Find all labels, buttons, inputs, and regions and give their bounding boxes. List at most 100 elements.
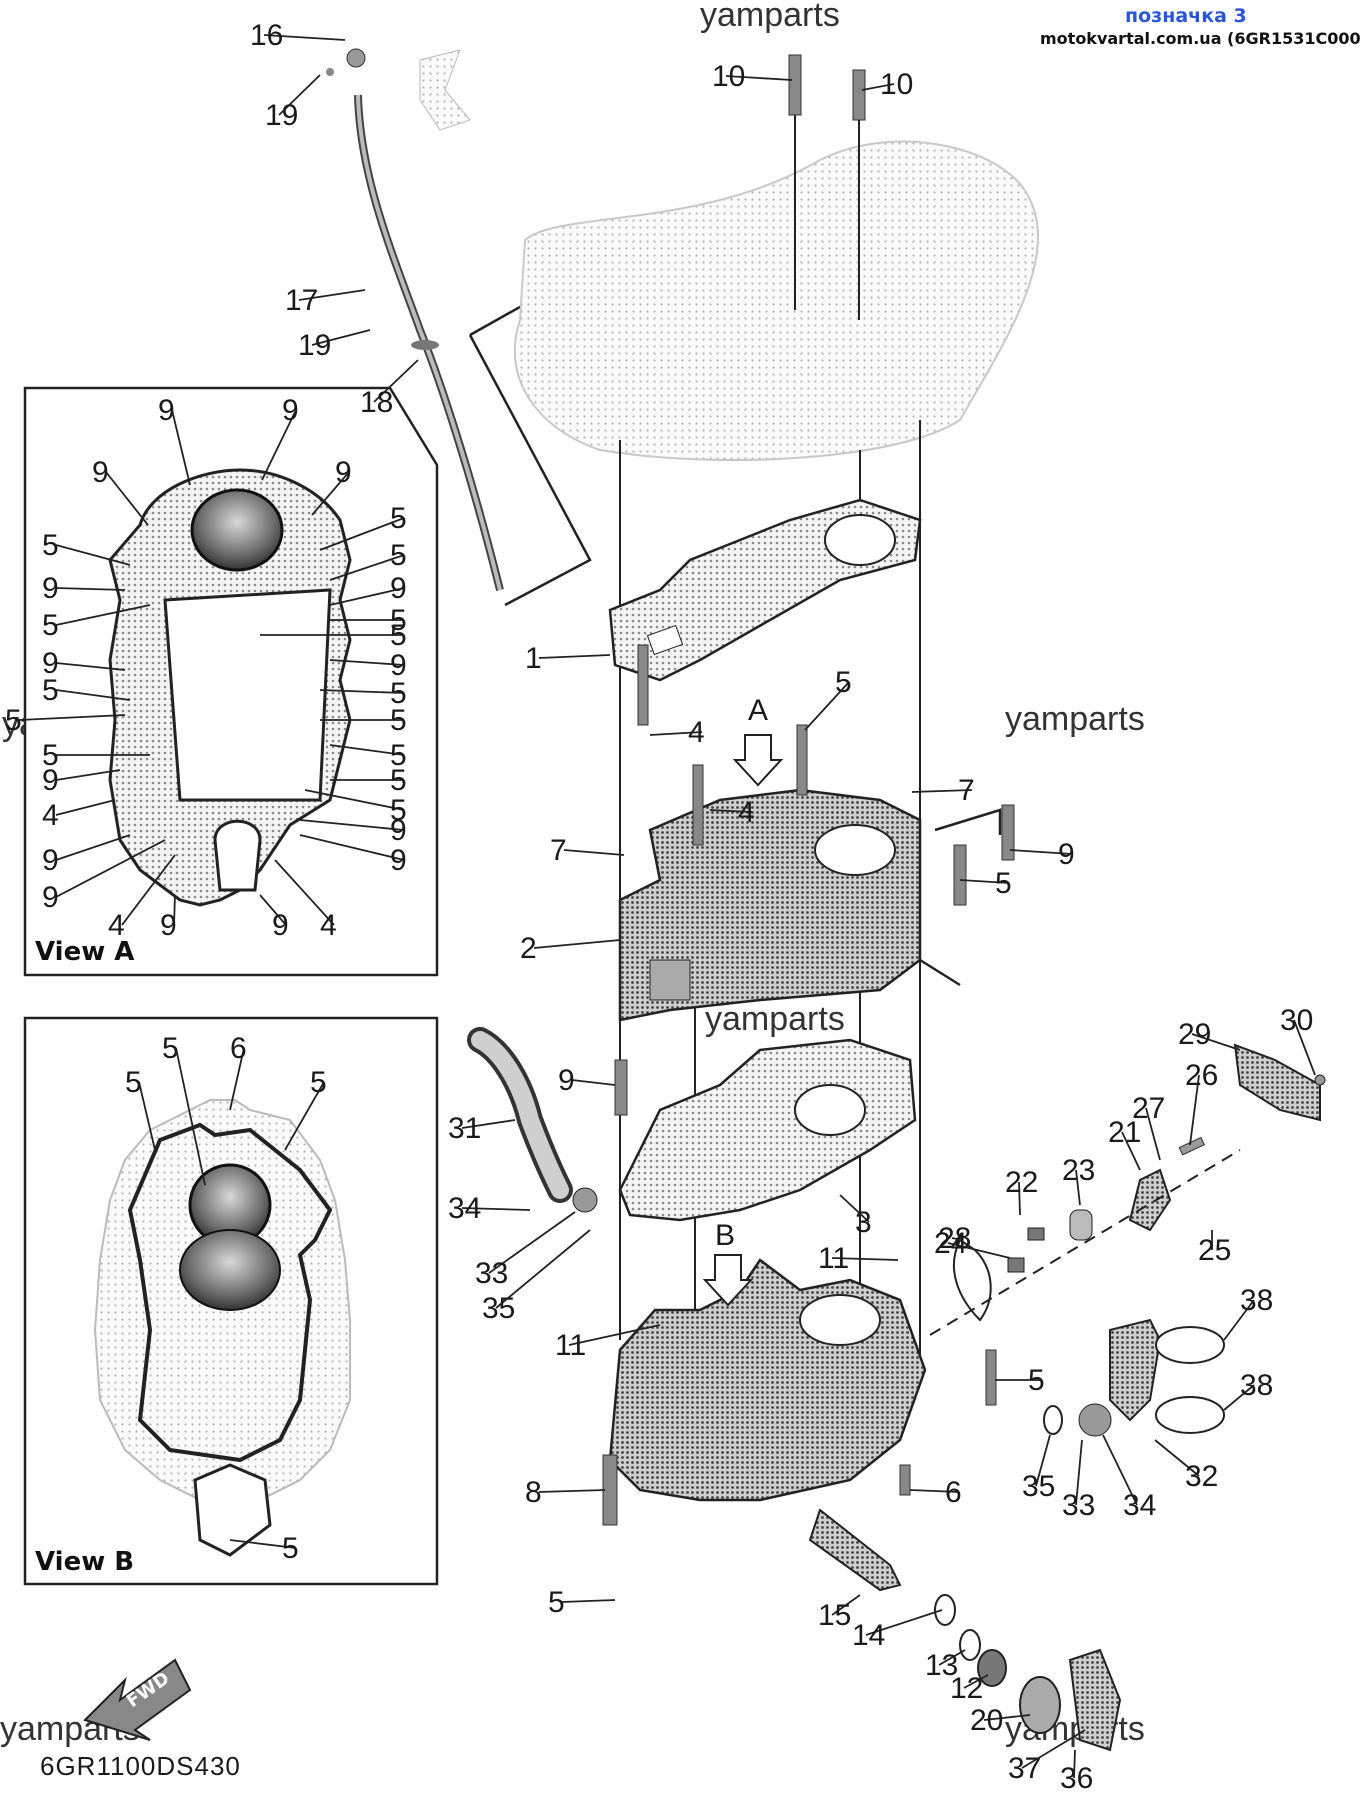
callout-main-21: 21 bbox=[1108, 1116, 1141, 1149]
callout-leaders bbox=[18, 34, 1316, 1779]
view-a-panel: View A bbox=[23, 386, 439, 977]
watermark: yamparts bbox=[1005, 700, 1145, 738]
callout-leader bbox=[538, 1489, 606, 1493]
callout-main-11: 11 bbox=[818, 1242, 849, 1275]
view-b-title: View B bbox=[35, 1547, 134, 1577]
view-arrow-a-label: A bbox=[748, 694, 768, 727]
callout-main-15: 15 bbox=[818, 1599, 851, 1632]
callout-main-37: 37 bbox=[1008, 1752, 1041, 1785]
callout-main-10: 10 bbox=[880, 68, 913, 101]
callout-leader bbox=[1121, 1131, 1141, 1171]
callout-leader bbox=[298, 289, 366, 301]
callout-main-23: 23 bbox=[1062, 1154, 1095, 1187]
thermostat-parts bbox=[929, 1043, 1326, 1336]
callout-main-14: 14 bbox=[852, 1619, 885, 1652]
callout-main-5: 5 bbox=[835, 666, 852, 699]
callout-leader bbox=[1145, 1107, 1161, 1161]
callout-leader bbox=[563, 849, 625, 856]
lower-parts bbox=[808, 1508, 1122, 1752]
callout-main-20: 20 bbox=[970, 1704, 1003, 1737]
callout-leader bbox=[55, 662, 126, 671]
callout-leader bbox=[173, 894, 176, 926]
callout-view-a-9: 9 bbox=[390, 814, 407, 847]
callout-leader bbox=[571, 1079, 616, 1086]
callout-main-36: 36 bbox=[1060, 1762, 1093, 1795]
callout-view-a-5: 5 bbox=[390, 539, 407, 572]
watermark: yamparts bbox=[705, 1000, 845, 1038]
callout-leader bbox=[304, 789, 405, 811]
callout-main-26: 26 bbox=[1185, 1059, 1218, 1092]
callout-main-17: 17 bbox=[285, 284, 318, 317]
callout-leader bbox=[1075, 1439, 1083, 1506]
callout-leader bbox=[1102, 1434, 1138, 1506]
callout-leader bbox=[1154, 1439, 1200, 1477]
callout-leader bbox=[299, 834, 405, 861]
callout-main-8: 8 bbox=[525, 1476, 542, 1509]
callout-main-11: 11 bbox=[555, 1329, 586, 1362]
callout-main-13: 13 bbox=[925, 1649, 958, 1682]
callout-view-a-5: 5 bbox=[390, 502, 407, 535]
callout-leader bbox=[329, 744, 405, 756]
callout-leader bbox=[373, 359, 419, 403]
callout-main-5: 5 bbox=[995, 867, 1012, 900]
callout-leader bbox=[55, 769, 121, 781]
callout-leader bbox=[1189, 1074, 1200, 1146]
exhaust-guide-2 bbox=[618, 788, 1002, 1022]
callout-leader bbox=[1223, 1299, 1255, 1341]
callout-main-7: 7 bbox=[550, 834, 567, 867]
gasket-3 bbox=[618, 1038, 917, 1222]
callout-leader bbox=[299, 819, 405, 831]
callout-main-33: 33 bbox=[1062, 1489, 1095, 1522]
callout-leader bbox=[18, 714, 126, 721]
callout-leader bbox=[319, 517, 405, 551]
callout-main-33: 33 bbox=[475, 1257, 508, 1290]
callout-main-2: 2 bbox=[520, 932, 537, 965]
callout-view-b-5: 5 bbox=[310, 1066, 327, 1099]
header-site: motokvartal.com.ua (6GR1531C0000) bbox=[1040, 29, 1360, 48]
callout-leader bbox=[121, 854, 176, 926]
callout-view-a-9: 9 bbox=[158, 394, 175, 427]
callout-leader bbox=[461, 1207, 531, 1211]
callout-leader bbox=[311, 471, 350, 516]
callout-view-b-6: 6 bbox=[230, 1032, 247, 1065]
callout-leader bbox=[278, 74, 321, 116]
callout-leader bbox=[259, 894, 287, 926]
view-arrow-b: B bbox=[702, 1219, 754, 1307]
hose-31 bbox=[467, 1027, 598, 1213]
callout-main-38: 38 bbox=[1240, 1369, 1273, 1402]
callout-leader bbox=[175, 1047, 206, 1186]
callout-view-a-5: 5 bbox=[42, 529, 59, 562]
callout-main-35: 35 bbox=[1022, 1470, 1055, 1503]
callout-leader bbox=[229, 1539, 297, 1549]
callout-view-a-9: 9 bbox=[92, 456, 109, 489]
callout-leader bbox=[319, 689, 405, 694]
callout-leader bbox=[171, 409, 191, 486]
callout-view-a-9: 9 bbox=[42, 881, 59, 914]
callout-leader bbox=[55, 604, 151, 626]
callout-view-a-4: 4 bbox=[320, 909, 337, 942]
callout-leader bbox=[263, 34, 346, 41]
callout-main-31: 31 bbox=[448, 1112, 481, 1145]
callout-main-22: 22 bbox=[1005, 1166, 1038, 1199]
callout-main-3: 3 bbox=[855, 1206, 872, 1239]
callout-main-18: 18 bbox=[360, 386, 393, 419]
callout-leader bbox=[911, 789, 973, 793]
callout-view-a-5: 5 bbox=[390, 704, 407, 737]
callout-main-1: 1 bbox=[525, 642, 542, 675]
callout-view-a-5: 5 bbox=[42, 674, 59, 707]
callout-view-a-9: 9 bbox=[335, 456, 352, 489]
callout-leader bbox=[311, 329, 371, 346]
callout-leader bbox=[963, 1674, 989, 1689]
callout-view-a-9: 9 bbox=[42, 572, 59, 605]
callout-view-a-9: 9 bbox=[42, 764, 59, 797]
callout-view-a-5: 5 bbox=[390, 619, 407, 652]
callout-main-25: 25 bbox=[1198, 1234, 1231, 1267]
diagram-code: 6GR1100DS430 bbox=[40, 1751, 241, 1781]
callout-leader bbox=[959, 879, 1010, 884]
callout-leader bbox=[329, 587, 405, 606]
callout-main-19: 19 bbox=[265, 99, 298, 132]
callout-leader bbox=[983, 1714, 1031, 1721]
callout-leader bbox=[725, 75, 793, 81]
callout-leader bbox=[1018, 1181, 1021, 1216]
